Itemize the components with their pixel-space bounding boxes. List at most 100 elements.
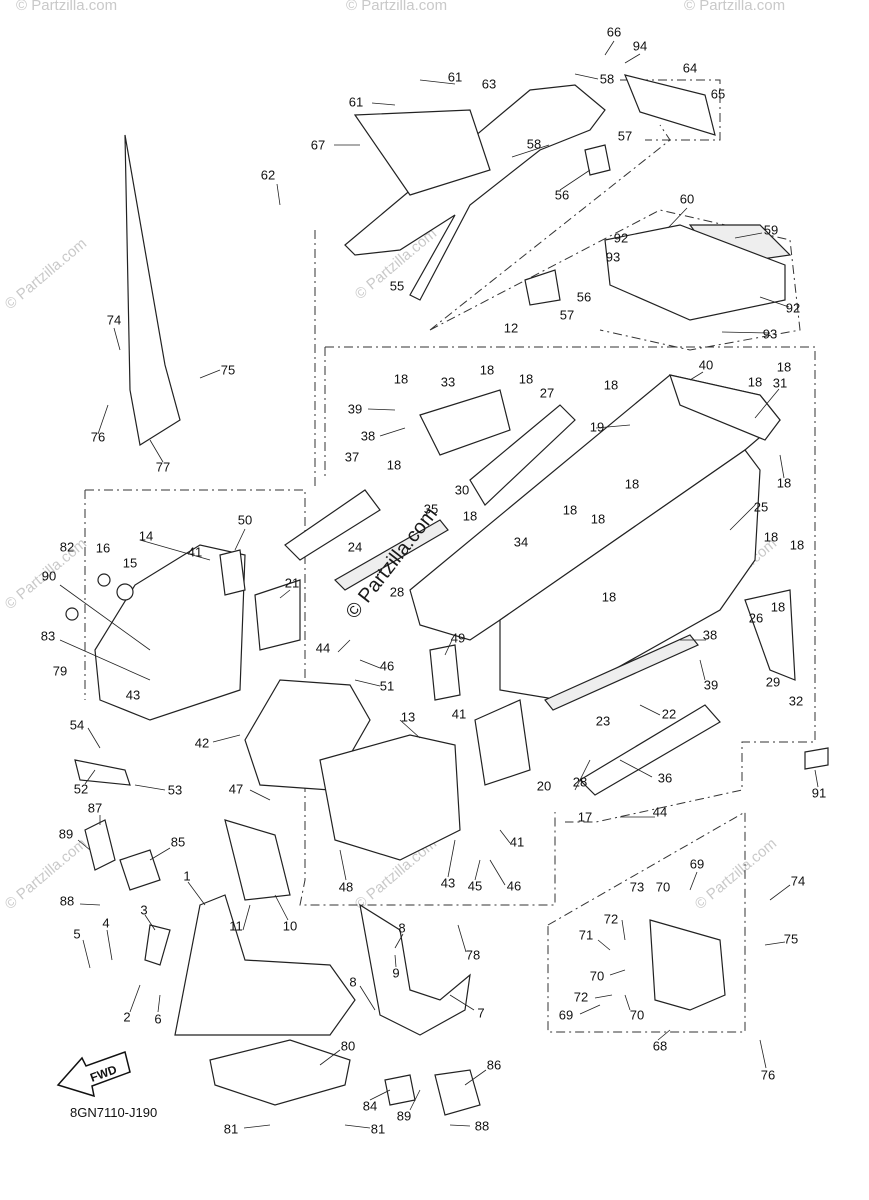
- leader-line: [729, 504, 756, 531]
- callout-number: 67: [311, 137, 325, 152]
- callout-number: 18: [602, 589, 616, 604]
- callout-number: 10: [283, 918, 297, 933]
- callout-number: 39: [348, 401, 362, 416]
- leader-line: [699, 659, 706, 681]
- callout-number: 44: [653, 804, 667, 819]
- callout-number: 90: [42, 568, 56, 583]
- callout-number: 74: [791, 873, 805, 888]
- rear-block-56: [524, 269, 561, 306]
- callout-number: 43: [441, 875, 455, 890]
- callout-number: 18: [463, 508, 477, 523]
- callout-number: 22: [662, 706, 676, 721]
- callout-number: 83: [41, 628, 55, 643]
- forward-arrow-shape: [56, 1051, 131, 1098]
- callout-number: 60: [680, 191, 694, 206]
- leader-line: [212, 734, 241, 743]
- callout-number: 13: [401, 709, 415, 724]
- callout-number: 88: [475, 1118, 489, 1133]
- leader-line: [579, 1004, 601, 1015]
- leader-line: [394, 933, 404, 949]
- rear-frame: [344, 84, 606, 301]
- leader-line: [369, 1089, 391, 1101]
- leader-line: [499, 829, 511, 844]
- callout-number: 44: [316, 640, 330, 655]
- callout-number: 7: [477, 1005, 484, 1020]
- callout-number: 28: [573, 774, 587, 789]
- callout-number: 46: [507, 878, 521, 893]
- bracket-30: [419, 389, 511, 456]
- callout-number: 92: [614, 230, 628, 245]
- callout-number: 18: [625, 476, 639, 491]
- callout-number: 25: [754, 499, 768, 514]
- tunnel-assembly: [254, 374, 829, 796]
- callout-number: 18: [790, 537, 804, 552]
- callout-number: 43: [126, 687, 140, 702]
- callout-number: 53: [168, 782, 182, 797]
- leader-line: [157, 994, 161, 1013]
- callout-number: 4: [102, 915, 109, 930]
- leader-line: [657, 1029, 671, 1041]
- callout-number: 28: [390, 584, 404, 599]
- plate-37: [284, 489, 381, 561]
- callout-number: 3: [140, 902, 147, 917]
- front-frame-1: [174, 894, 356, 1036]
- leader-line: [759, 1039, 767, 1069]
- leader-line: [276, 183, 281, 206]
- callout-number: 2: [123, 1009, 130, 1024]
- leader-line: [449, 1124, 471, 1127]
- leader-line: [489, 859, 506, 886]
- leader-line: [319, 1049, 341, 1066]
- callout-number: 40: [699, 357, 713, 372]
- callout-number: 16: [96, 540, 110, 555]
- diagram-code: 8GN7110-J190: [70, 1105, 157, 1120]
- callout-number: 73: [630, 879, 644, 894]
- watermark-text: © Partzilla.com: [346, 0, 447, 14]
- leader-line: [79, 903, 101, 906]
- callout-number: 58: [527, 136, 541, 151]
- rear-bracket-64: [624, 74, 716, 136]
- callout-number: 1: [183, 868, 190, 883]
- watermark-text: © Partzilla.com: [692, 835, 780, 913]
- callout-number: 23: [596, 713, 610, 728]
- callout-number: 19: [590, 419, 604, 434]
- leader-line: [639, 704, 661, 716]
- leader-line: [814, 769, 819, 788]
- callout-number: 81: [224, 1121, 238, 1136]
- leader-line: [359, 659, 381, 669]
- bracket-3: [144, 924, 171, 966]
- leader-line: [419, 79, 456, 85]
- callout-number: 64: [683, 60, 697, 75]
- callout-number: 56: [555, 187, 569, 202]
- bearing-15: [116, 583, 134, 601]
- callout-number: 18: [604, 377, 618, 392]
- slide-rail-24: [334, 519, 449, 591]
- leader-line: [59, 584, 151, 651]
- callout-number: 61: [349, 94, 363, 109]
- callout-number: 9: [392, 965, 399, 980]
- leader-line: [97, 404, 109, 435]
- callout-number: 72: [604, 911, 618, 926]
- leader-line: [689, 871, 698, 891]
- callout-number: 41: [510, 834, 524, 849]
- callout-number: 33: [441, 374, 455, 389]
- bracket-49: [429, 644, 461, 701]
- callout-number: 87: [88, 800, 102, 815]
- cover-86: [434, 1069, 481, 1116]
- callout-number: 57: [560, 307, 574, 322]
- ring-16: [97, 573, 111, 587]
- callout-number: 62: [261, 167, 275, 182]
- callout-number: 17: [578, 809, 592, 824]
- leader-line: [609, 969, 626, 976]
- leader-line: [339, 849, 347, 881]
- group-outline-12: [325, 346, 816, 823]
- callout-number: 58: [600, 71, 614, 86]
- plate-13: [319, 734, 461, 861]
- group-outlines: [84, 79, 816, 1033]
- bracket-20: [474, 699, 531, 786]
- callout-number: 18: [563, 502, 577, 517]
- callout-number: 26: [749, 610, 763, 625]
- leader-line: [444, 639, 453, 656]
- callout-number: 30: [455, 482, 469, 497]
- callout-number: 42: [195, 735, 209, 750]
